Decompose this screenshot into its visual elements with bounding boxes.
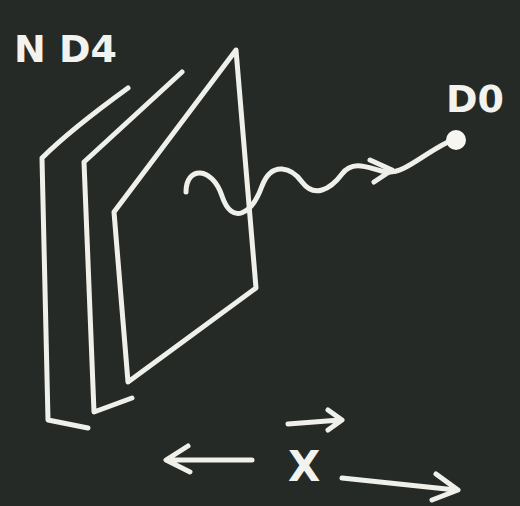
open-string <box>186 142 448 214</box>
particle-label: D0 <box>446 80 504 118</box>
back-brane <box>42 88 128 428</box>
middle-brane <box>84 72 182 412</box>
position-label: X <box>288 446 320 488</box>
brane-label: N D4 <box>14 30 117 68</box>
right-arrow <box>342 474 458 500</box>
front-brane <box>114 50 256 382</box>
d0-particle <box>446 130 466 150</box>
left-arrow <box>166 446 252 472</box>
vector-arrow <box>288 410 342 430</box>
string-arrowhead <box>370 160 392 182</box>
